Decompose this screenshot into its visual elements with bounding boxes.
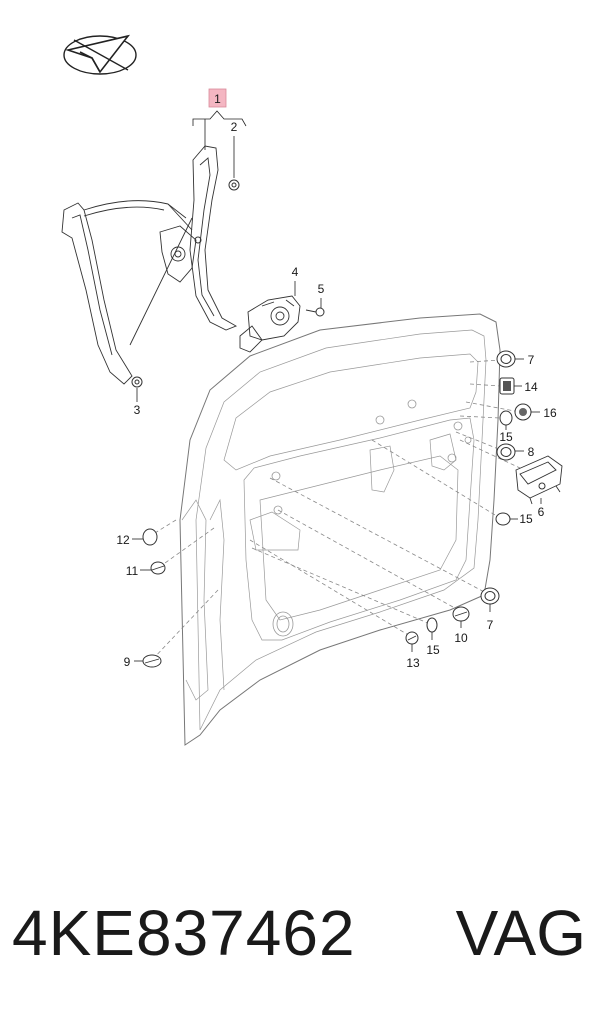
callout-14[interactable]: 14 [524,380,538,394]
grommet-part-7-bottom [480,587,500,605]
callout-10[interactable]: 10 [454,631,468,645]
plug-part-12 [142,528,158,546]
callout-5[interactable]: 5 [318,282,325,296]
plug-part-10 [452,606,470,622]
callout-9[interactable]: 9 [124,655,131,669]
window-motor [239,295,301,353]
callout-3[interactable]: 3 [134,403,141,417]
callout-7-top[interactable]: 7 [528,353,535,367]
brand-label: VAG [455,897,586,969]
control-unit-part-6 [515,455,563,505]
plug-part-16 [514,403,532,421]
callout-12[interactable]: 12 [116,533,130,547]
bolt-part-5 [305,307,325,317]
footer: 4KE837462 VAG [0,895,600,985]
callout-7-bottom[interactable]: 7 [487,618,494,632]
callout-8[interactable]: 8 [528,445,535,459]
grommet-part-8 [496,443,516,461]
plug-part-9 [142,654,162,668]
window-regulator [61,145,238,385]
parts-diagram: 1 2 3 4 [61,34,563,746]
plug-part-15-b [495,512,511,526]
plug-part-15-a [499,410,513,426]
callout-15-c[interactable]: 15 [426,643,440,657]
part-number: 4KE837462 [12,897,356,969]
callout-16[interactable]: 16 [543,406,557,420]
plug-part-13 [405,631,419,645]
callout-1[interactable]: 1 [208,88,227,108]
callout-13[interactable]: 13 [406,656,420,670]
callout-11[interactable]: 11 [126,564,139,578]
grommet-part-7-top [496,350,516,368]
callout-15-a[interactable]: 15 [499,430,513,444]
nut-part-2 [228,179,240,191]
clip-part-14 [499,377,515,395]
callout-15-b[interactable]: 15 [519,512,533,526]
callout-6[interactable]: 6 [538,505,545,519]
plug-part-15-c [426,617,438,633]
plug-part-11 [150,561,166,575]
paper-plane-check-icon [63,34,137,75]
callout-2[interactable]: 2 [231,120,238,134]
leader-lines [149,359,521,661]
callout-4[interactable]: 4 [292,265,299,279]
door-inner-panel [179,313,501,746]
nut-part-3 [131,376,143,388]
svg-text:1: 1 [214,92,221,106]
